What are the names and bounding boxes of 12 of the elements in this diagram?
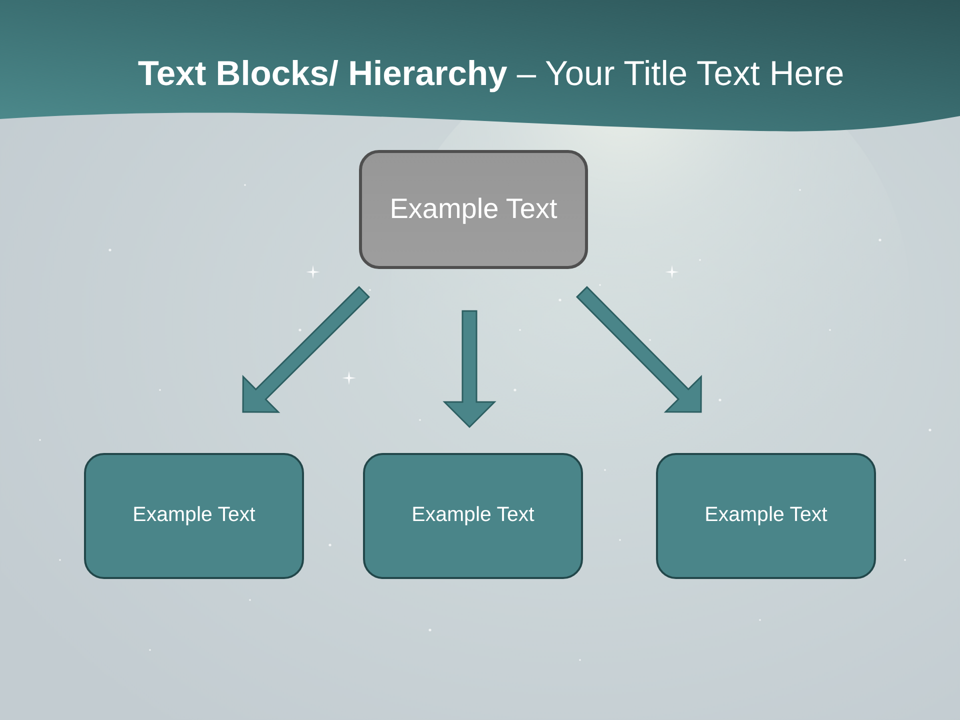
process-box: [656, 453, 876, 579]
arrow: [576, 286, 702, 413]
box-label: Example Text: [390, 192, 558, 224]
process-box: [363, 453, 583, 579]
arrow: [242, 286, 370, 413]
process-box: [359, 150, 588, 269]
process-box: [84, 453, 304, 579]
arrow: [442, 310, 496, 428]
box-label: Example Text: [704, 503, 828, 527]
box-label: Example Text: [412, 503, 534, 527]
box-label: Example Text: [132, 503, 256, 527]
slide-title: Text Blocks/ Hierarchy – Your Title Text Here: [136, 54, 844, 95]
